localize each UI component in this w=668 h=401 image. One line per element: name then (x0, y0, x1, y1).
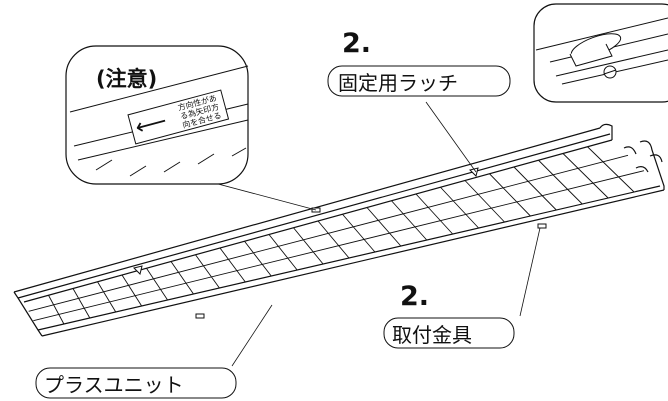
louver-grid (28, 146, 645, 325)
louver-divider (562, 153, 609, 199)
louver-divider (415, 193, 453, 235)
latch-label: 固定用ラッチ (338, 71, 458, 95)
louver-divider (366, 207, 402, 247)
latch-callout: 固定用ラッチ (327, 65, 511, 97)
louver-divider (121, 274, 143, 307)
louver-divider (72, 288, 91, 319)
louver-divider (219, 247, 246, 283)
caution-label: (注意) (96, 67, 157, 91)
latch-detail-panel (533, 3, 668, 103)
louver-divider (587, 146, 635, 193)
louver-divider (513, 166, 557, 211)
unit-callout: プラスユニット (35, 367, 237, 399)
caution-detail-panel: ⟵ 方向性があ る為矢印方 向を合せる (注意) (65, 45, 249, 185)
louver-divider (195, 254, 220, 289)
louver-divider (293, 227, 324, 265)
step-number-top: 2. (342, 28, 371, 59)
bracket-callout: 取付金具 (383, 317, 515, 349)
unit-label: プラスユニット (44, 373, 184, 397)
louver-divider (97, 281, 117, 313)
louver-divider (391, 200, 428, 241)
louver-divider (146, 268, 168, 301)
direction-sticker: ⟵ 方向性があ る為矢印方 向を合せる (127, 89, 230, 145)
louver-divider (268, 234, 298, 271)
louver-rail (33, 170, 645, 322)
louver-rail (28, 154, 629, 312)
louver-divider (489, 173, 531, 217)
louver-divider (170, 261, 194, 295)
bracket-label: 取付金具 (392, 323, 472, 347)
louver-divider (244, 240, 272, 277)
louver-divider (464, 180, 505, 223)
step-number-bottom: 2. (400, 281, 429, 312)
louver-divider (317, 220, 350, 259)
louver-divider (440, 186, 479, 229)
louver-divider (538, 159, 583, 205)
louver-divider (48, 295, 65, 325)
louver-divider (342, 213, 376, 253)
